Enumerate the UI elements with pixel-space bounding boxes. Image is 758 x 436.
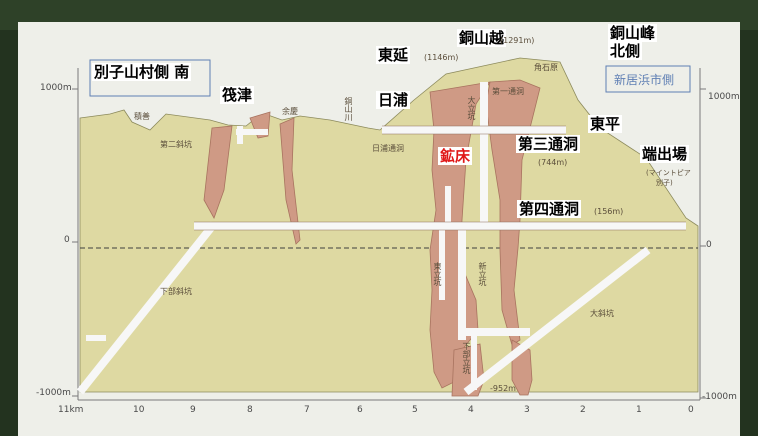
label-doozangoe: 銅山越 <box>457 29 507 47</box>
axis-ticks <box>72 88 706 399</box>
ore-shaft-west <box>203 125 233 219</box>
label-higashi-tateko: 東立坑 <box>433 262 442 286</box>
label-daiichi: 第一通洞 <box>492 87 524 96</box>
label-yokei: 余慶 <box>282 107 298 116</box>
label-hashide: 端出場 <box>640 145 690 163</box>
label-kakuishihara: 角石原 <box>534 63 558 72</box>
label-yoshizen: 積善 <box>134 112 150 121</box>
label-koushou: 鉱床 <box>438 147 473 165</box>
label-kitagawa: 北側 <box>608 42 643 60</box>
label-doozangoe-alt: (1291m) <box>500 36 535 45</box>
label-kabu-shako: 下部斜坑 <box>160 287 192 296</box>
x-tick-3: 3 <box>524 405 530 415</box>
label-hiura-tsuudo: 日浦通洞 <box>372 144 404 153</box>
label-dozangawa: 銅山川 <box>344 97 353 121</box>
legend-frame-west <box>89 59 211 97</box>
x-tick-5: 5 <box>412 405 418 415</box>
tunnel-outlines <box>194 125 686 231</box>
left-axis-label-top: 1000m <box>40 83 72 93</box>
label-bottom-depth: -952m <box>490 384 516 393</box>
label-daisan-alt: (744m) <box>538 158 568 167</box>
label-daiyon-alt: (156m) <box>594 207 624 216</box>
label-minetopia-2: 別子) <box>656 179 673 187</box>
label-minetopia-1: (マイントピア <box>646 169 691 177</box>
oo-shako-tunnel <box>463 246 651 396</box>
x-tick-8: 8 <box>247 405 253 415</box>
label-doozanmine: 銅山峰 <box>608 24 658 42</box>
x-tick-10: 10 <box>133 405 145 415</box>
label-oo-shako: 大斜坑 <box>590 309 614 318</box>
label-tsuduki: 筏津 <box>220 86 255 104</box>
left-axis-label-bottom: -1000m <box>36 388 71 398</box>
label-higashihira: 東平 <box>588 115 623 133</box>
x-tick-4: 4 <box>468 405 474 415</box>
label-daini-shako: 第二斜坑 <box>160 140 192 149</box>
x-tick-6: 6 <box>357 405 363 415</box>
label-daiyon: 第四通洞 <box>517 200 582 218</box>
label-oodateko: 大立坑 <box>467 96 476 120</box>
x-tick-9: 9 <box>190 405 196 415</box>
x-tick-7: 7 <box>304 405 310 415</box>
label-betsushi-south: 別子山村側 南 <box>92 63 192 81</box>
label-hiura: 日浦 <box>376 91 411 109</box>
label-higashinobe: 東延 <box>376 46 411 64</box>
left-axis-label-zero: 0 <box>64 235 70 245</box>
right-axis-label-zero: 0 <box>706 240 712 250</box>
x-tick-1: 1 <box>636 405 642 415</box>
right-axis-label-bottom: -1000m <box>702 392 737 402</box>
right-axis-label-top: 1000m <box>708 92 740 102</box>
ore-main-east <box>485 79 541 346</box>
x-tick-11km: 11km <box>58 405 84 415</box>
label-kabu-tateko: 下部立坑 <box>462 342 471 374</box>
ore-yokei <box>279 117 301 245</box>
label-shinhama: 新居浜市側 <box>614 73 675 87</box>
x-tick-2: 2 <box>580 405 586 415</box>
label-daisan: 第三通洞 <box>516 135 581 153</box>
label-higashinobe-alt: (1146m) <box>424 53 459 62</box>
x-tick-0: 0 <box>688 405 694 415</box>
legend-frame-east <box>605 65 691 93</box>
label-shin-tateko: 新立坑 <box>478 262 487 286</box>
kabu-shako-tunnel <box>76 221 218 395</box>
tunnels <box>76 82 686 396</box>
